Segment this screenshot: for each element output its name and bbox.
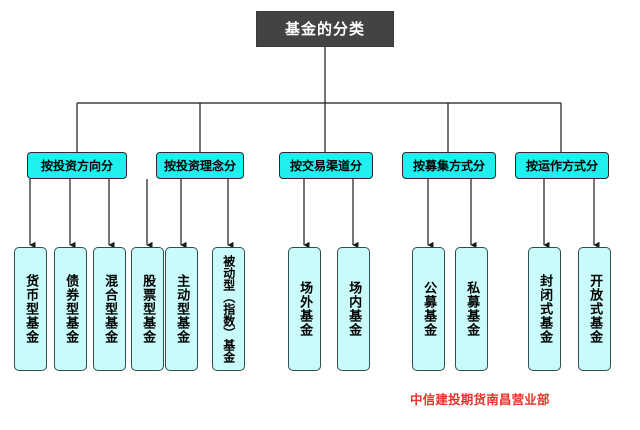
leaf-node-closed-end-fund: 封闭式基金 [528, 247, 561, 371]
leaf-node-private-fund: 私募基金 [455, 247, 488, 371]
leaf-label: 公募基金 [421, 281, 437, 337]
leaf-node-equity-fund: 股票型基金 [131, 247, 164, 371]
leaf-label: 混合型基金 [102, 274, 118, 344]
leaf-node-passive-index-fund: 被动型（指数）基金 [212, 247, 245, 371]
leaf-label: 开放式基金 [587, 274, 603, 344]
category-label: 按投资理念分 [163, 158, 236, 173]
leaf-node-active-fund: 主动型基金 [165, 247, 198, 371]
leaf-node-money-market-fund: 货币型基金 [14, 247, 47, 371]
category-label: 按募集方式分 [412, 158, 485, 173]
leaf-node-public-fund: 公募基金 [412, 247, 445, 371]
category-label: 按交易渠道分 [289, 158, 362, 173]
leaf-label: 主动型基金 [174, 274, 190, 344]
category-node-trading-channel: 按交易渠道分 [279, 152, 373, 179]
leaf-node-otc-fund: 场外基金 [288, 247, 321, 371]
leaf-label: 股票型基金 [140, 274, 156, 344]
leaf-node-hybrid-fund: 混合型基金 [93, 247, 126, 371]
root-node-label: 基金的分类 [284, 19, 365, 38]
leaf-node-bond-fund: 债券型基金 [54, 247, 87, 371]
leaf-node-exchange-traded-fund: 场内基金 [337, 247, 370, 371]
leaf-label: 场内基金 [346, 281, 362, 337]
leaf-node-open-end-fund: 开放式基金 [578, 247, 611, 371]
category-label: 按投资方向分 [40, 158, 113, 173]
category-node-investment-philosophy: 按投资理念分 [156, 152, 244, 179]
leaf-label: 封闭式基金 [537, 274, 553, 344]
category-node-fundraising-method: 按募集方式分 [402, 152, 496, 179]
category-node-operation-method: 按运作方式分 [515, 152, 609, 179]
leaf-label: 债券型基金 [63, 274, 79, 344]
category-node-investment-direction: 按投资方向分 [27, 152, 127, 179]
leaf-label: 场外基金 [297, 281, 313, 337]
category-label: 按运作方式分 [525, 158, 598, 173]
root-node: 基金的分类 [256, 11, 394, 47]
leaf-label: 私募基金 [464, 281, 480, 337]
leaf-label: 货币型基金 [23, 274, 39, 344]
footer-branding-text: 中信建投期货南昌营业部 [410, 392, 550, 407]
leaf-label: 被动型（指数）基金 [221, 255, 236, 363]
